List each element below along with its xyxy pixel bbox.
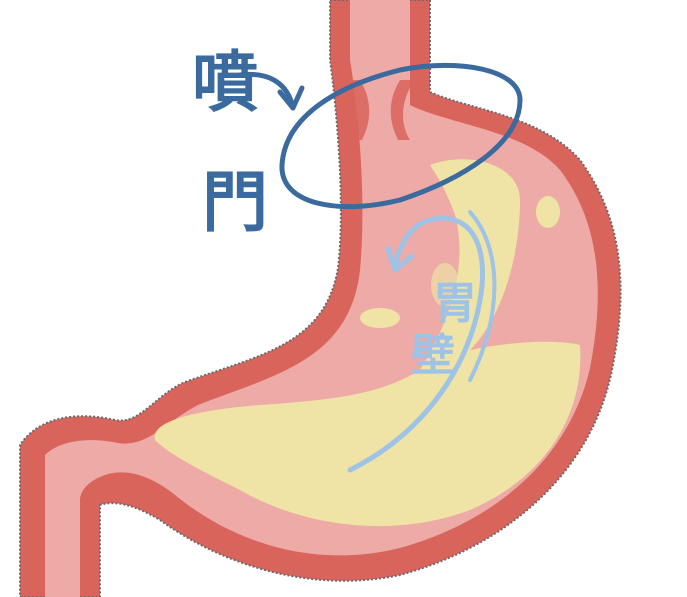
contents-bubble <box>431 263 459 307</box>
cardia-circle-marker <box>279 62 523 210</box>
stomach-wall-label-char-2: 壁 <box>411 330 455 381</box>
cardia-label-char-2: 門 <box>202 164 268 241</box>
cardia-label-char-1: 噴 <box>192 44 258 121</box>
contents-bubble <box>360 308 400 328</box>
stomach-contents <box>154 159 581 527</box>
stomach-wall-label-char-1: 胃 <box>433 278 477 329</box>
curved-arrow-icon <box>237 71 305 111</box>
curved-arrow-icon <box>347 210 497 473</box>
contents-bubble <box>536 196 560 228</box>
cardia-sphincter <box>345 80 415 140</box>
